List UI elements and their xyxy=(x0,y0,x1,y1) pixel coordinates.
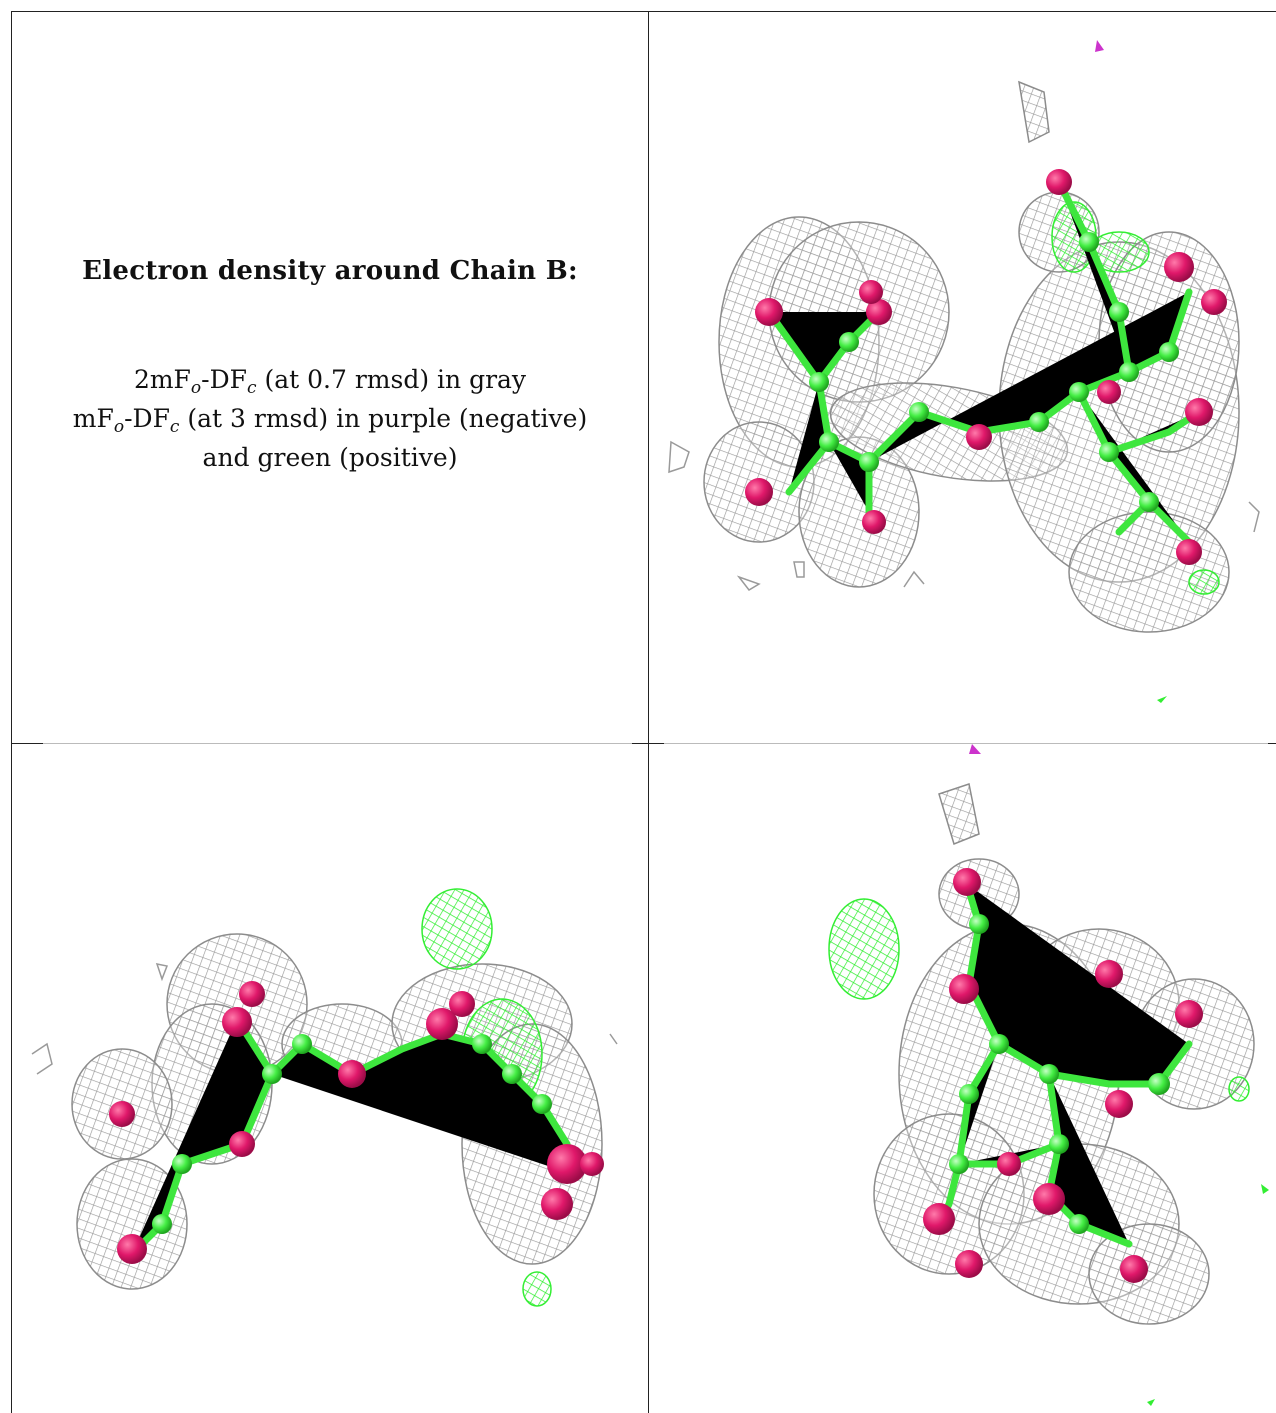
caption-line-2: mFo-DFc (at 3 rmsd) in purple (negative) xyxy=(72,404,588,437)
mesh-positive xyxy=(1051,201,1220,595)
positive-blob-small xyxy=(1147,1399,1155,1406)
carbon-atoms xyxy=(809,232,1179,512)
stray-mesh xyxy=(668,440,1260,591)
vertical-divider xyxy=(648,11,649,1413)
caption-line-1: 2mFo-DFc (at 0.7 rmsd) in gray xyxy=(133,365,527,398)
figure-frame xyxy=(11,11,1276,1413)
oxygen-atoms xyxy=(923,868,1203,1283)
caption-line-3: and green (positive) xyxy=(202,443,458,472)
negative-blob xyxy=(1095,40,1104,52)
mesh-positive xyxy=(828,898,1250,1102)
negative-blob xyxy=(969,744,981,754)
oxygen-atoms xyxy=(109,981,604,1264)
density-panel-top-right xyxy=(668,40,1260,703)
density-panel-bottom-left xyxy=(31,888,618,1307)
oxygen-atoms xyxy=(745,169,1227,565)
carbon-atoms xyxy=(949,914,1170,1234)
positive-blob xyxy=(1261,1184,1269,1194)
density-panel-bottom-right xyxy=(828,744,1269,1406)
divider-tick-right xyxy=(1268,743,1276,744)
divider-tick-middle xyxy=(632,743,664,744)
stray-mesh xyxy=(31,963,618,1075)
carbon-atoms xyxy=(152,1034,552,1234)
divider-tick-left xyxy=(11,743,43,744)
caption-body: 2mFo-DFc (at 0.7 rmsd) in gray mFo-DFc (… xyxy=(12,360,648,477)
positive-blob xyxy=(1157,696,1167,703)
caption-title: Electron density around Chain B: xyxy=(82,256,578,286)
caption-panel: Electron density around Chain B: 2mFo-DF… xyxy=(12,12,648,743)
